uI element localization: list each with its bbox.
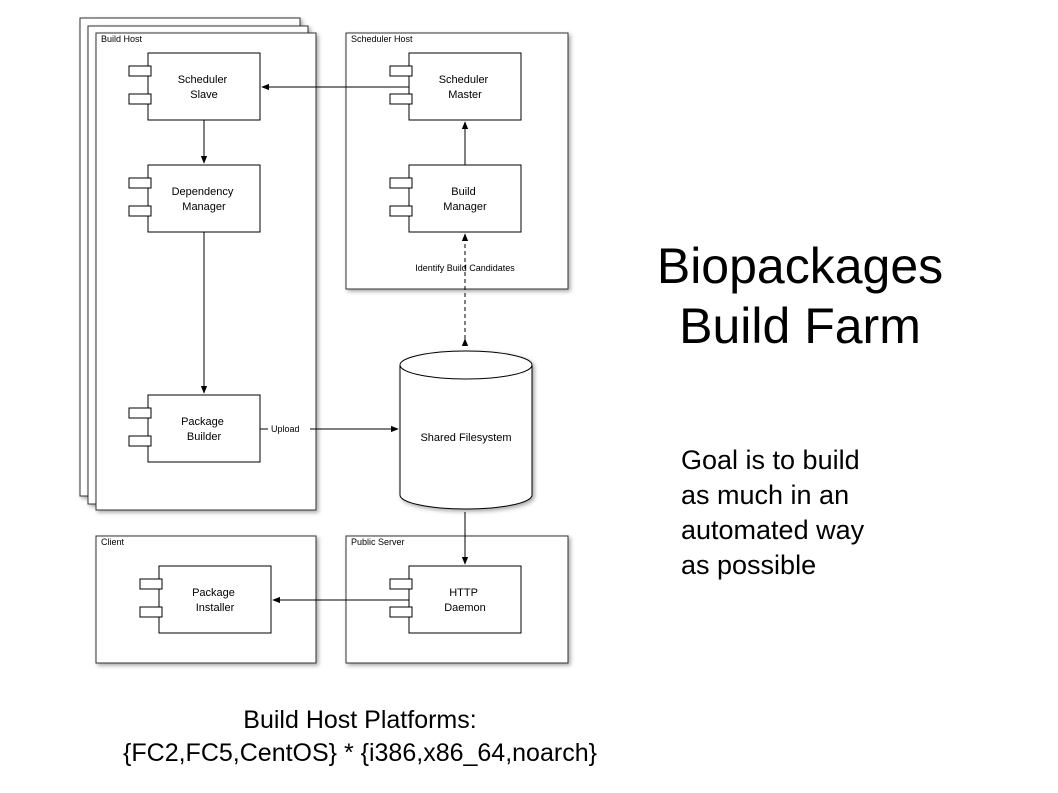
shared-filesystem-cylinder	[399, 350, 533, 510]
slide-title-line2: Build Farm	[679, 298, 921, 354]
dependency-manager-line2: Manager	[182, 201, 226, 213]
goal-line-2: as much in an	[681, 480, 850, 510]
scheduler-slave-component: Scheduler Slave	[128, 52, 261, 121]
build-manager-line2: Manager	[443, 201, 487, 213]
package-builder-line1: Package	[181, 416, 224, 428]
goal-text: Goal is to build as much in an automated…	[681, 443, 864, 583]
goal-line-3: automated way	[681, 515, 865, 545]
scheduler-master-line1: Scheduler	[439, 74, 489, 86]
package-installer-component: Package Installer	[139, 565, 272, 634]
dependency-manager-line1: Dependency	[172, 186, 234, 198]
public-server-label: Public Server	[351, 537, 405, 547]
build-manager-line1: Build	[451, 186, 475, 198]
scheduler-master-line2: Master	[448, 89, 482, 101]
package-builder-line2: Builder	[187, 431, 222, 443]
scheduler-host-label: Scheduler Host	[351, 34, 413, 44]
upload-label: Upload	[271, 424, 300, 434]
http-daemon-line1: HTTP	[449, 587, 478, 599]
build-host-label: Build Host	[101, 34, 143, 44]
package-builder-component: Package Builder	[128, 394, 261, 463]
http-daemon-component: HTTP Daemon	[389, 565, 522, 634]
scheduler-slave-line2: Slave	[190, 89, 218, 101]
slide-title-line1: Biopackages	[656, 238, 944, 294]
svg-text:Package Builder: Package Builder	[181, 416, 227, 443]
svg-text:HTTP Daemon: HTTP Daemon	[444, 587, 486, 614]
svg-text:Scheduler Master: Scheduler Master	[439, 74, 492, 101]
slide-title: Biopackages Build Farm	[600, 236, 1000, 356]
scheduler-slave-line1: Scheduler	[178, 74, 228, 86]
goal-line-1: Goal is to build	[681, 445, 860, 475]
shared-filesystem-label: Shared Filesystem	[420, 432, 511, 444]
package-installer-line1: Package	[192, 587, 235, 599]
client-label: Client	[101, 537, 125, 547]
svg-text:Build Manager: Build Manager	[443, 186, 487, 213]
svg-text:Dependency Manager: Dependency Manager	[172, 186, 237, 213]
dependency-manager-component: Dependency Manager	[128, 164, 261, 233]
scheduler-master-component: Scheduler Master	[389, 52, 522, 121]
platforms-heading: Build Host Platforms:	[243, 706, 477, 734]
svg-text:Scheduler Slave: Scheduler Slave	[178, 74, 231, 101]
build-host-platforms: Build Host Platforms: {FC2,FC5,CentOS} *…	[60, 704, 660, 770]
build-manager-component: Build Manager	[389, 164, 522, 233]
identify-candidates-label: Identify Build Candidates	[415, 263, 515, 273]
goal-line-4: as possible	[681, 550, 817, 580]
http-daemon-line2: Daemon	[444, 602, 486, 614]
platforms-matrix: {FC2,FC5,CentOS} * {i386,x86_64,noarch}	[123, 739, 597, 767]
package-installer-line2: Installer	[196, 602, 235, 614]
svg-text:Package Installer: Package Installer	[192, 587, 238, 614]
